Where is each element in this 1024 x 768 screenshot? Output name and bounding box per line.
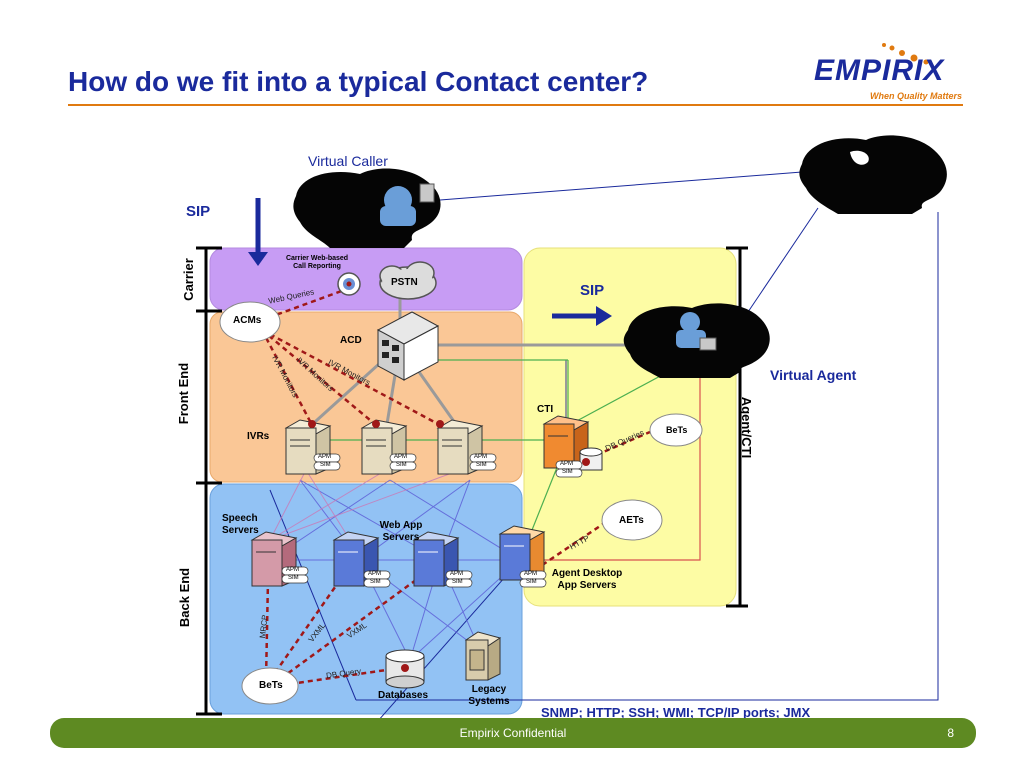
cti-label: CTI	[537, 404, 554, 415]
web-app-servers-label: Web App Servers	[379, 520, 423, 543]
virtual-agent-label: Virtual Agent	[770, 367, 857, 383]
sim-tag: SIM	[396, 462, 407, 468]
legacy-systems-label: Legacy Systems	[468, 684, 510, 707]
footer-bar: Empirix Confidential 8	[50, 718, 976, 748]
protocols-label: SNMP; HTTP; SSH; WMI; TCP/IP ports; JMX	[541, 705, 811, 720]
carrier-reporting-globe-icon	[337, 272, 361, 296]
sim-tag: SIM	[320, 462, 331, 468]
sim-tag: SIM	[452, 579, 463, 585]
agent-desktop-servers-label: Agent Desktop App Servers	[551, 568, 623, 591]
logo-wordmark: EMPIRIX	[814, 54, 945, 87]
page-number: 8	[947, 726, 954, 740]
bets-cti-bubble	[649, 413, 703, 447]
logo-dots-icon	[882, 43, 929, 65]
databases-label: Databases	[378, 690, 429, 701]
back-end-band-label: Back End	[177, 567, 193, 628]
aets-bubble	[601, 499, 663, 541]
bets-bottom-bubble	[241, 667, 299, 705]
virtual-agent-icon	[623, 303, 770, 378]
agent-cti-band-label: Agent/CTI	[739, 396, 755, 459]
empirix-logo: EMPIRIX When Quality Matters	[812, 40, 972, 104]
sim-tag: SIM	[526, 579, 537, 585]
logo-tagline: When Quality Matters	[870, 91, 963, 101]
ivrs-label: IVRs	[247, 431, 270, 442]
sip-label-agent: SIP	[580, 282, 605, 299]
database-icon	[579, 447, 603, 471]
apm-tag: APM	[450, 571, 464, 577]
apm-tag: APM	[560, 461, 574, 467]
sip-arrow-right	[552, 306, 612, 326]
acms-label: ACMs	[233, 315, 262, 326]
acd-switch-icon	[376, 311, 440, 381]
bets-bottom-label: BeTs	[259, 680, 283, 691]
aets-label: AETs	[619, 515, 644, 526]
sip-arrow-down	[248, 198, 268, 266]
virtual-caller-icon	[293, 168, 441, 248]
apm-tag: APM	[368, 571, 382, 577]
footer-confidential: Empirix Confidential	[459, 726, 567, 740]
legacy-system-icon	[464, 631, 502, 681]
speech-servers-label: Speech Servers	[222, 513, 259, 536]
apm-tag: APM	[318, 454, 332, 460]
carrier-band-label: Carrier	[180, 258, 196, 301]
bets-cti-label: BeTs	[666, 425, 688, 435]
virtual-agent-head-icon	[799, 135, 947, 214]
title-rule	[68, 104, 963, 106]
front-end-band-label: Front End	[176, 362, 192, 425]
sim-tag: SIM	[288, 575, 299, 581]
pstn-label: PSTN	[391, 277, 418, 288]
sim-tag: SIM	[370, 579, 381, 585]
sip-label-top: SIP	[186, 203, 211, 220]
virtual-caller-label: Virtual Caller	[308, 153, 388, 169]
database-icon	[385, 649, 425, 689]
apm-tag: APM	[286, 567, 300, 573]
acd-label: ACD	[340, 335, 362, 346]
acms-bubble	[219, 301, 281, 343]
apm-tag: APM	[394, 454, 408, 460]
apm-tag: APM	[524, 571, 538, 577]
apm-tag: APM	[474, 454, 488, 460]
sim-tag: SIM	[562, 469, 573, 475]
apm-sim-tags	[281, 453, 583, 588]
pstn-cloud-icon	[379, 261, 437, 300]
slide-title: How do we fit into a typical Contact cen…	[68, 66, 649, 97]
sim-tag: SIM	[476, 462, 487, 468]
carrier-reporting-label: Carrier Web-based Call Reporting	[285, 255, 349, 270]
